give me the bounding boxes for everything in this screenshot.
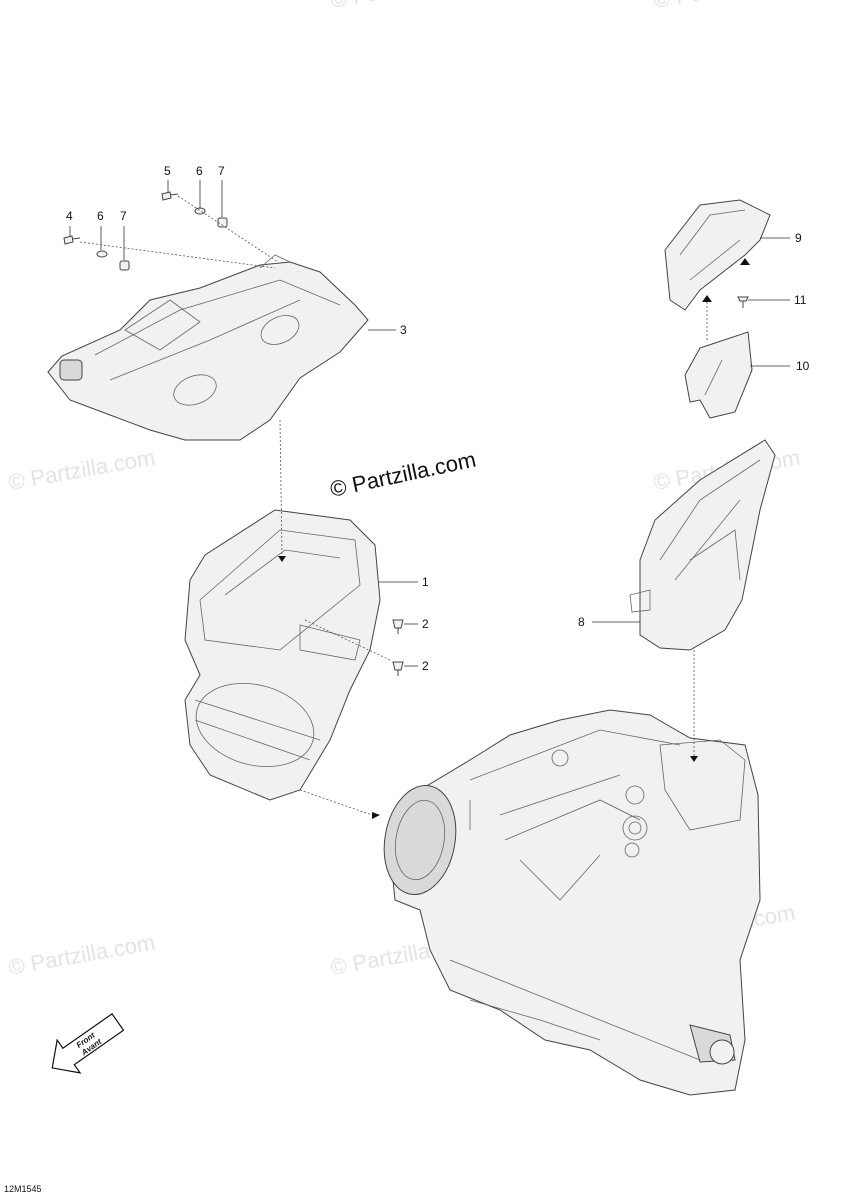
nut-7[interactable] [217, 217, 228, 228]
arrow-marker [690, 756, 698, 762]
washer-6[interactable] [96, 250, 108, 258]
hardware [63, 191, 750, 819]
watermark: © Partzilla.com [7, 930, 157, 980]
callout-9[interactable]: 9 [795, 231, 802, 245]
callout-6[interactable]: 6 [196, 164, 203, 178]
arrow-marker [740, 258, 750, 265]
part-10-foam[interactable] [684, 331, 753, 419]
clip-2[interactable] [392, 661, 404, 676]
callout-1[interactable]: 1 [422, 575, 429, 589]
arrow-marker [372, 812, 380, 819]
clip-2[interactable] [392, 619, 404, 634]
callout-3[interactable]: 3 [400, 323, 407, 337]
callout-7[interactable]: 7 [218, 164, 225, 178]
copyright-text: © Partzilla.com [328, 447, 478, 502]
watermark: © Partzilla.com [7, 445, 157, 495]
part-3-intake-cover[interactable] [47, 254, 369, 441]
screw-5[interactable] [161, 191, 179, 201]
front-arrow-icon [51, 1013, 125, 1074]
screw-11[interactable] [737, 296, 749, 308]
callout-4[interactable]: 4 [66, 209, 73, 223]
nut-7[interactable] [119, 260, 130, 271]
screw-4[interactable] [63, 235, 81, 245]
alignment-lines [79, 195, 708, 816]
callout-8[interactable]: 8 [578, 615, 585, 629]
part-9-cover[interactable] [664, 199, 771, 311]
part-1-air-housing[interactable] [184, 509, 381, 801]
callout-6[interactable]: 6 [97, 209, 104, 223]
callout-7[interactable]: 7 [120, 209, 127, 223]
callouts: 4 6 7 5 6 7 3 1 2 2 8 9 11 10 [66, 164, 810, 673]
diagram-code: 12M1545 [4, 1184, 42, 1194]
watermark: © Partzilla.com [329, 0, 479, 13]
leader-lines [69, 180, 790, 667]
washer-6[interactable] [194, 207, 206, 215]
arrow-marker [278, 556, 286, 562]
part-8-intake-duct[interactable] [629, 439, 776, 651]
callout-11[interactable]: 11 [794, 293, 807, 307]
callout-2[interactable]: 2 [422, 617, 429, 631]
callout-5[interactable]: 5 [164, 164, 171, 178]
callout-2[interactable]: 2 [422, 659, 429, 673]
callout-10[interactable]: 10 [796, 359, 810, 373]
watermark: © Partzilla.com [652, 0, 802, 13]
arrow-marker [702, 295, 712, 302]
engine-block[interactable] [376, 709, 761, 1096]
front-arrow: Front Avant [51, 1013, 125, 1074]
